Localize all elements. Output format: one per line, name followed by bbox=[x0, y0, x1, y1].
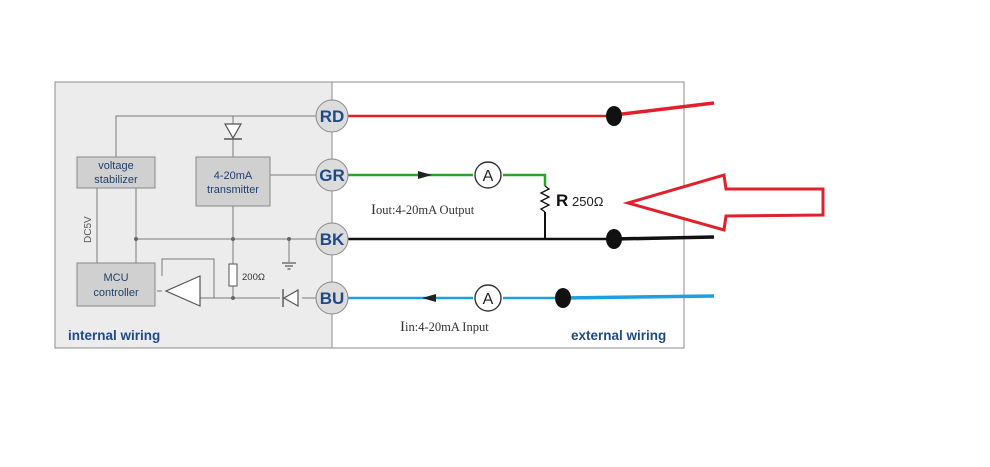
black-connection-dot bbox=[606, 229, 622, 249]
external-connection-dots bbox=[555, 106, 622, 308]
iin-label: Iin:4-20mA Input bbox=[400, 319, 489, 335]
ammeter-input-label: A bbox=[483, 291, 494, 308]
ammeter-output: A bbox=[474, 161, 502, 189]
dc5v-label: DC5V bbox=[83, 216, 94, 243]
transmitter-block: 4-20mA transmitter bbox=[195, 156, 271, 207]
ammeter-input: A bbox=[474, 284, 502, 312]
load-resistor-value: 250Ω bbox=[572, 194, 604, 209]
blue-connection-dot bbox=[555, 288, 571, 308]
red-connection-dot bbox=[606, 106, 622, 126]
internal-resistor-label: 200Ω bbox=[242, 272, 265, 283]
mcu-line1: MCU bbox=[103, 272, 128, 284]
iout-suffix: out:4-20mA Output bbox=[376, 203, 475, 217]
iin-prefix: I bbox=[400, 319, 405, 335]
voltage-stabilizer-line2: stabilizer bbox=[94, 174, 138, 186]
ammeter-output-label: A bbox=[483, 168, 494, 185]
terminal-gr-label: GR bbox=[319, 166, 345, 185]
iin-suffix: in:4-20mA Input bbox=[405, 320, 489, 334]
terminal-bk: BK bbox=[315, 222, 349, 256]
mcu-block: MCU controller bbox=[76, 262, 156, 307]
external-wiring-label: external wiring bbox=[571, 328, 666, 343]
external-wiring-panel bbox=[331, 81, 685, 349]
internal-resistor-icon bbox=[228, 263, 238, 287]
diode-supply-icon bbox=[223, 123, 243, 140]
terminal-gr: GR bbox=[315, 158, 349, 192]
internal-junctions bbox=[134, 237, 291, 300]
iout-label: Iout:4-20mA Output bbox=[371, 202, 475, 218]
terminal-bu: BU bbox=[315, 281, 349, 315]
load-resistor-icon bbox=[539, 185, 551, 213]
terminal-bu-label: BU bbox=[320, 289, 345, 308]
external-wires bbox=[347, 101, 715, 300]
load-resistor-symbol: R bbox=[556, 191, 568, 210]
transmitter-line1: 4-20mA bbox=[214, 170, 253, 182]
diode-input-icon bbox=[282, 288, 299, 308]
blue-wire-tail bbox=[562, 294, 715, 300]
blue-current-arrow-icon bbox=[422, 294, 436, 302]
terminal-rd-label: RD bbox=[320, 107, 345, 126]
terminal-rd: RD bbox=[315, 99, 349, 133]
mcu-line2: controller bbox=[93, 287, 139, 299]
terminal-bk-label: BK bbox=[320, 230, 345, 249]
voltage-stabilizer-block: voltage stabilizer bbox=[76, 156, 156, 189]
internal-wiring-label: internal wiring bbox=[68, 328, 160, 343]
opamp-icon bbox=[164, 275, 201, 307]
transmitter-line2: transmitter bbox=[207, 184, 259, 196]
ground-icon bbox=[282, 262, 296, 270]
green-wire-b bbox=[503, 173, 547, 186]
voltage-stabilizer-line1: voltage bbox=[98, 160, 133, 172]
callout-arrow-icon bbox=[622, 173, 825, 232]
red-wire-tail bbox=[613, 101, 715, 117]
iout-prefix: I bbox=[371, 202, 376, 218]
black-wire-tail bbox=[613, 235, 715, 241]
green-current-arrow-icon bbox=[418, 171, 432, 179]
